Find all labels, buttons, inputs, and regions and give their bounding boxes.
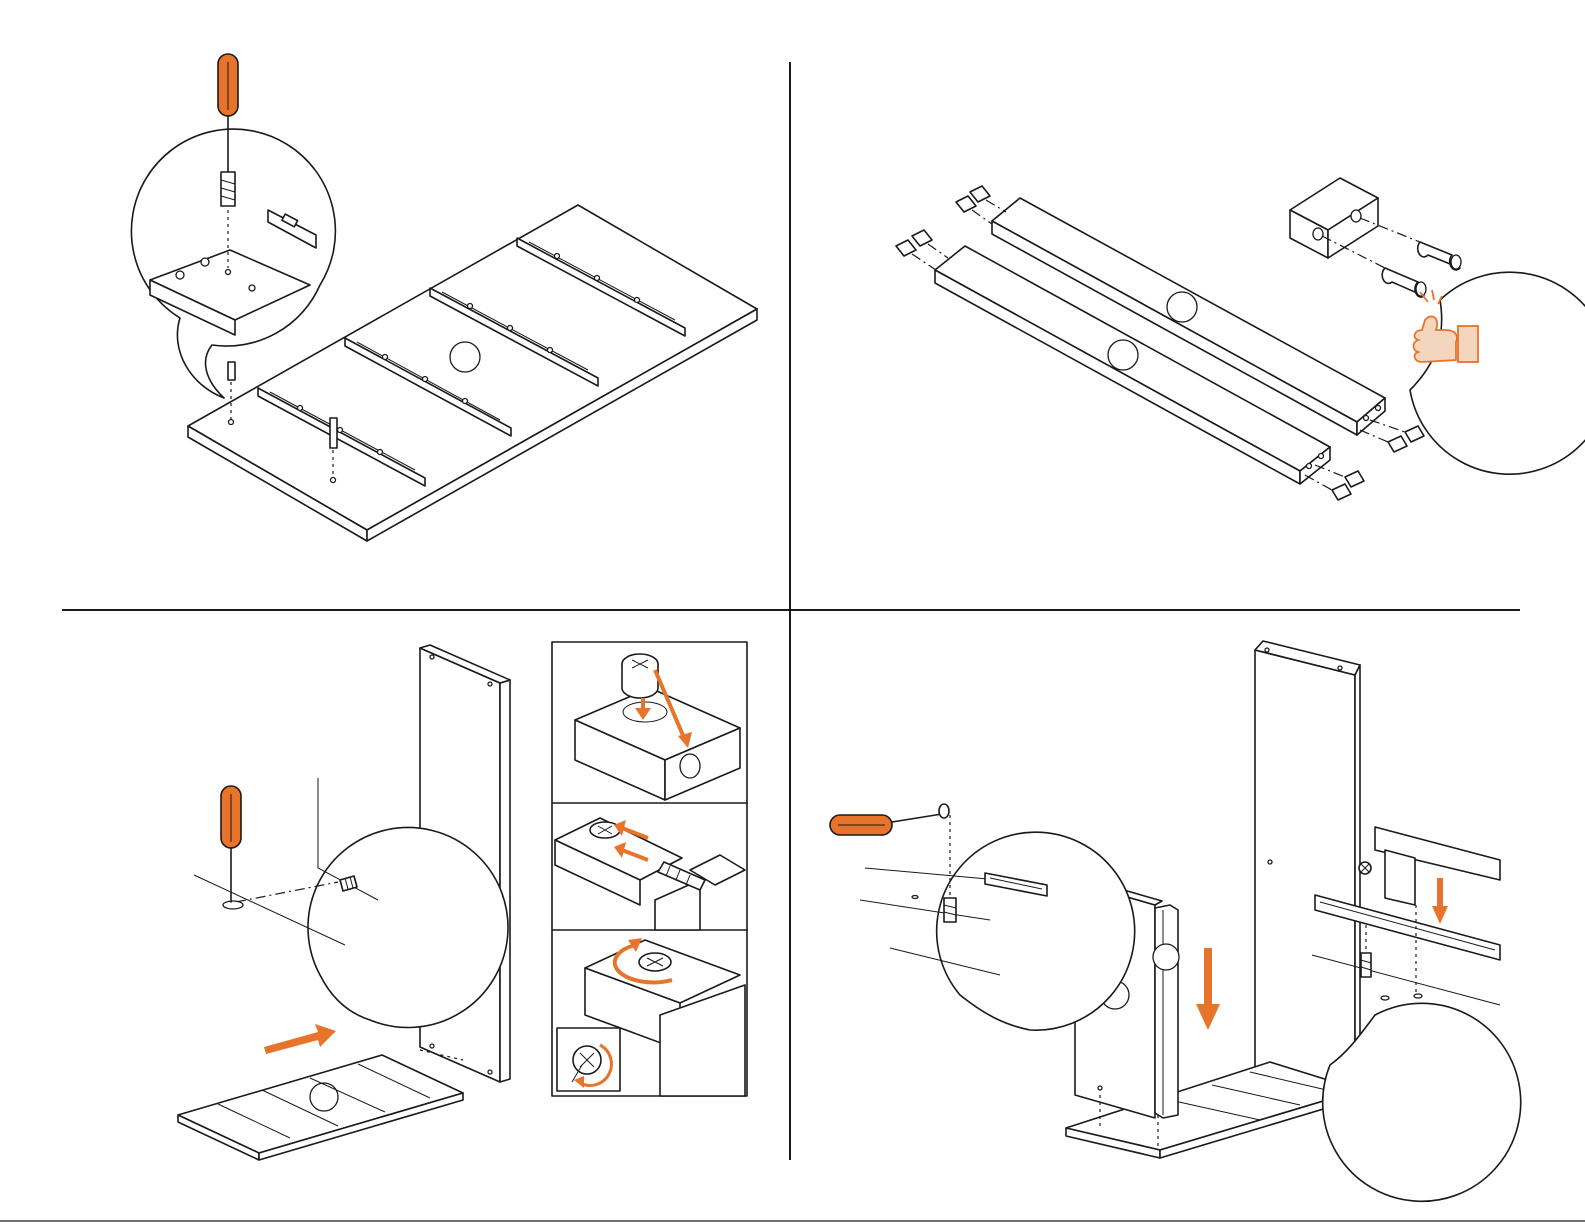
label-circle xyxy=(310,1083,338,1111)
wooden-dowel-icon xyxy=(912,230,948,258)
cam-lock-icon xyxy=(639,953,671,971)
label-circle xyxy=(1153,944,1179,970)
screw-icon xyxy=(944,898,956,922)
drawer-slide-rail-icon xyxy=(1155,905,1178,1118)
screw-icon xyxy=(221,172,235,206)
step-insert-wooden-dowels xyxy=(896,178,1585,500)
wooden-dowel-icon xyxy=(970,186,1006,212)
cam-lock-detail-strip xyxy=(552,642,747,1096)
step-attach-slide-rails xyxy=(131,54,757,541)
wooden-dowel-icon xyxy=(1418,242,1461,270)
side-panel xyxy=(1255,641,1360,1100)
wooden-dowel-icon xyxy=(1360,430,1407,452)
detail-bubble xyxy=(860,815,1135,1030)
wooden-dowel-icon xyxy=(1305,475,1351,500)
screw-icon xyxy=(1359,862,1371,874)
label-circle xyxy=(1108,340,1138,370)
right-arrow-icon xyxy=(264,1024,336,1054)
screwdriver-icon xyxy=(830,804,949,835)
cam-rotate-inset xyxy=(557,1028,620,1091)
bottom-board xyxy=(178,1050,463,1160)
step-join-panels xyxy=(830,641,1521,1201)
wooden-dowel-icon xyxy=(1315,465,1364,487)
screw-icon xyxy=(1361,953,1371,977)
screwdriver-icon xyxy=(221,786,241,902)
label-circle xyxy=(450,342,480,372)
label-circle xyxy=(1167,292,1197,322)
cam-lock-icon xyxy=(622,654,658,698)
down-arrow-icon xyxy=(1432,878,1448,924)
wooden-dowel-icon xyxy=(896,240,936,270)
step-cam-lock-side-panel xyxy=(178,642,747,1160)
down-arrow-icon xyxy=(1196,948,1220,1030)
detail-bubble xyxy=(131,129,335,398)
